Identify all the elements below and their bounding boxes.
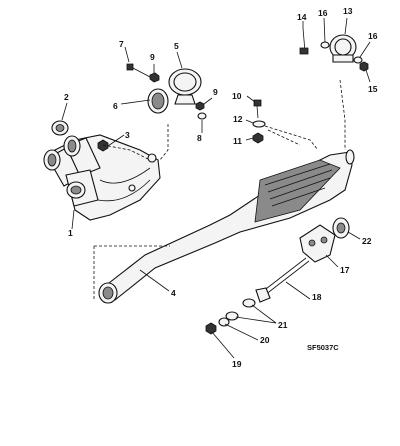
clamp-13 (329, 34, 357, 63)
washer-8 (197, 112, 207, 120)
bolt-14 (299, 27, 309, 55)
nut-3 (97, 139, 109, 152)
callout-14: 14 (297, 12, 307, 22)
callout-16-left: 16 (318, 8, 328, 18)
clamp-5 (168, 68, 202, 105)
mounting-rubber-22 (332, 217, 350, 239)
callout-5: 5 (174, 41, 179, 51)
callout-9-upper: 9 (150, 52, 155, 62)
callout-22: 22 (362, 236, 372, 246)
callout-21: 21 (278, 320, 288, 330)
callout-11: 11 (233, 136, 242, 146)
callout-9-right: 9 (213, 87, 218, 97)
nut-19 (205, 322, 217, 335)
washer-16-left (320, 41, 330, 49)
washer-12 (252, 120, 266, 128)
callout-8: 8 (197, 133, 202, 143)
callout-6: 6 (113, 101, 118, 111)
washer-20 (218, 317, 230, 327)
callout-1: 1 (68, 228, 73, 238)
callout-4: 4 (171, 288, 176, 298)
callout-7: 7 (119, 39, 124, 49)
washer-16-right (353, 56, 363, 64)
assembly-guide-lines (93, 79, 346, 300)
callout-19: 19 (232, 359, 242, 369)
callout-13: 13 (343, 6, 353, 16)
callout-17: 17 (340, 265, 350, 275)
nut-9-upper (149, 72, 160, 83)
callout-12: 12 (233, 114, 243, 124)
bolt-7 (126, 63, 153, 79)
nut-9-right (195, 101, 205, 111)
callout-20: 20 (260, 335, 270, 345)
callout-15: 15 (368, 84, 378, 94)
callout-16-right: 16 (368, 31, 378, 41)
callout-10: 10 (232, 91, 242, 101)
figure-reference-code: SF5037C (307, 343, 339, 352)
callout-18: 18 (312, 292, 322, 302)
nut-15 (359, 61, 369, 72)
nut-11 (252, 132, 264, 144)
callout-2: 2 (64, 92, 69, 102)
flange-gasket-2 (51, 120, 69, 136)
bolt-10 (253, 99, 262, 119)
bolt-18 (255, 257, 310, 303)
callout-3: 3 (125, 130, 130, 140)
bracket-17 (299, 224, 336, 263)
gasket-6 (147, 88, 169, 114)
main-pipe-silencer (98, 149, 355, 304)
downpipe-assembly (43, 134, 161, 221)
washer-21-lower (225, 311, 239, 321)
leader-lines (61, 17, 371, 359)
